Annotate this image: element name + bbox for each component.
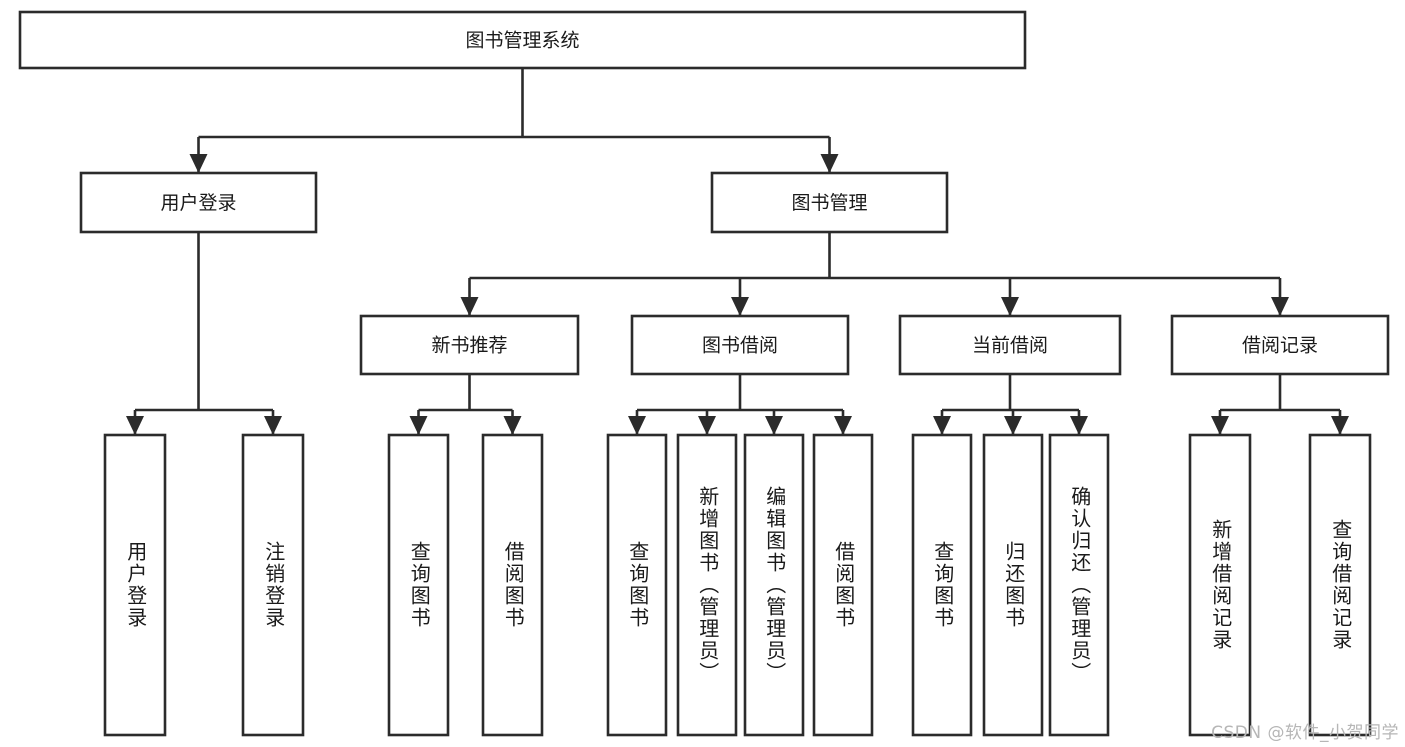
node-label-level2-1: 图书管理 [791, 192, 867, 214]
node-label-level3-2: 当前借阅 [972, 335, 1048, 357]
arrow-head-icon [503, 416, 522, 435]
node-box-leaf-5 [676, 433, 738, 737]
watermark-text: CSDN @软件_小贺同学 [1211, 723, 1399, 743]
arrow-head-icon [189, 154, 208, 173]
arrow-head-icon [1271, 297, 1289, 316]
node-box-leaf-1 [241, 433, 305, 737]
arrow-head-icon [1211, 416, 1229, 435]
arrow-head-icon [409, 416, 428, 435]
node-box-level3-0 [359, 314, 580, 376]
arrow-head-icon [460, 297, 479, 316]
arrow-head-icon [820, 154, 839, 173]
arrow-head-icon [1331, 416, 1349, 435]
arrow-head-icon [933, 416, 951, 435]
arrow-head-icon [698, 416, 716, 435]
node-label-level3-1: 图书借阅 [702, 335, 778, 357]
node-box-level3-2 [898, 314, 1122, 376]
node-box-leaf-2 [387, 433, 450, 737]
node-box-leaf-9 [982, 433, 1044, 737]
node-box-leaf-4 [606, 433, 668, 737]
node-box-level3-3 [1170, 314, 1390, 376]
node-box-leaf-6 [743, 433, 805, 737]
arrow-head-icon [1001, 297, 1019, 316]
arrow-head-icon [628, 416, 646, 435]
node-box-level2-1 [710, 171, 949, 234]
node-box-leaf-10 [1048, 433, 1110, 737]
connectors-layer [126, 68, 1349, 435]
arrow-head-icon [1070, 416, 1088, 435]
node-box-level3-1 [630, 314, 850, 376]
arrow-head-icon [731, 297, 749, 316]
node-label-level3-0: 新书推荐 [431, 335, 507, 357]
arrow-head-icon [264, 416, 282, 435]
arrow-head-icon [1004, 416, 1022, 435]
boxes-layer [18, 10, 1390, 737]
node-box-leaf-0 [103, 433, 167, 737]
node-box-leaf-12 [1308, 433, 1372, 737]
node-box-level2-0 [79, 171, 318, 234]
arrow-head-icon [126, 416, 144, 435]
arrow-head-icon [765, 416, 783, 435]
node-label-level2-0: 用户登录 [160, 192, 236, 214]
node-box-leaf-8 [911, 433, 973, 737]
node-box-leaf-7 [812, 433, 874, 737]
node-box-root [18, 10, 1027, 70]
arrow-head-icon [834, 416, 852, 435]
node-label-root: 图书管理系统 [465, 30, 579, 52]
node-box-leaf-3 [481, 433, 544, 737]
node-box-leaf-11 [1188, 433, 1252, 737]
node-label-level3-3: 借阅记录 [1242, 335, 1318, 357]
